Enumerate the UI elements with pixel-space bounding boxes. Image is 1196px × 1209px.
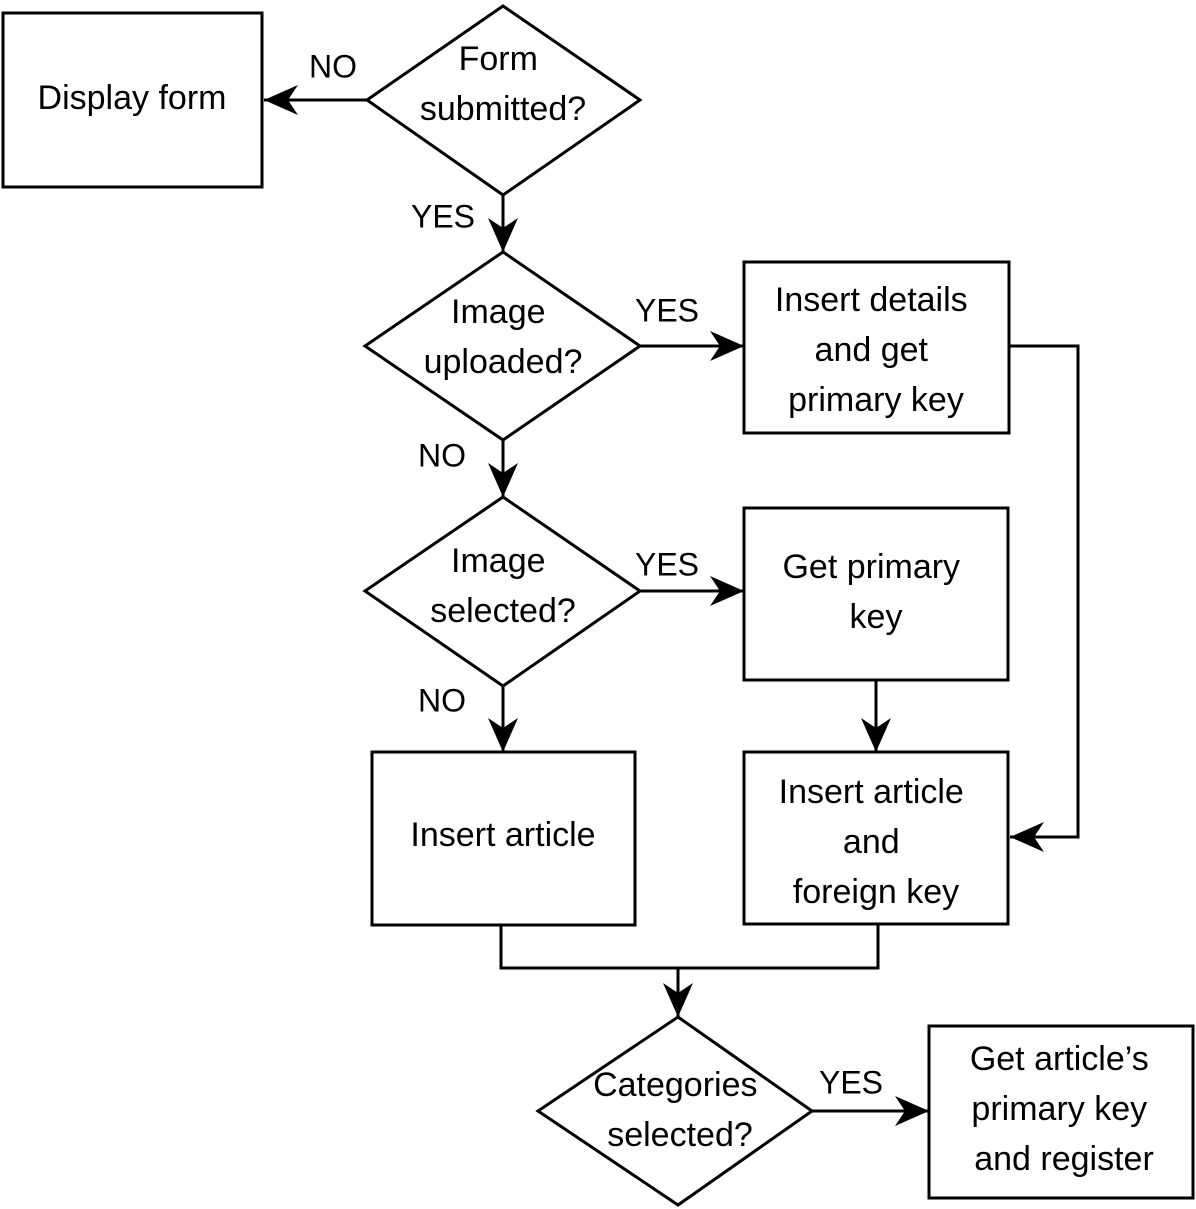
process-box	[927, 1024, 1195, 1200]
process-box	[742, 260, 1011, 435]
node-form-submitted: Form submitted?	[364, 4, 643, 197]
edge-labels: NO YES YES NO YES NO YES	[309, 48, 883, 1100]
process-box	[742, 750, 1010, 926]
node-display-form: Display form	[1, 11, 264, 189]
nodes: Display form Form submitted? Image uploa…	[1, 4, 1195, 1207]
label-selected-yes: YES	[635, 546, 699, 582]
node-label: Insert details and get primary key	[775, 281, 977, 419]
node-get-article-primary-key: Get article’s primary key and register	[927, 1024, 1195, 1200]
node-insert-article: Insert article	[370, 750, 637, 927]
edge-insert-details-to-insert-fk	[1009, 344, 1080, 852]
process-box	[370, 750, 637, 927]
process-box	[1, 11, 264, 189]
label-categories-yes: YES	[819, 1064, 883, 1100]
node-get-primary-key: Get primary key	[742, 506, 1010, 682]
node-label: Insert article	[410, 816, 595, 854]
decision-diamond	[364, 4, 643, 197]
node-image-selected: Image selected?	[362, 495, 643, 688]
node-image-uploaded: Image uploaded?	[362, 250, 643, 442]
label-selected-no: NO	[418, 682, 466, 718]
decision-diamond	[362, 250, 643, 442]
edge-insert-article-merge	[499, 924, 880, 970]
node-label: Categories selected?	[593, 1066, 767, 1154]
edges	[264, 85, 1080, 1126]
node-insert-details: Insert details and get primary key	[742, 260, 1011, 435]
node-label: Image selected?	[430, 542, 576, 630]
node-label: Insert article and foreign key	[779, 773, 974, 911]
label-form-no: NO	[309, 48, 357, 84]
node-categories-selected: Categories selected?	[535, 1015, 815, 1207]
label-uploaded-yes: YES	[635, 292, 699, 328]
decision-diamond	[362, 495, 643, 688]
label-form-yes: YES	[411, 198, 475, 234]
node-insert-article-foreign-key: Insert article and foreign key	[742, 750, 1010, 926]
process-box	[742, 506, 1010, 682]
label-uploaded-no: NO	[418, 437, 466, 473]
node-label: Display form	[38, 79, 227, 117]
node-label: Image uploaded?	[424, 293, 583, 381]
node-label: Get article’s primary key and register	[970, 1040, 1158, 1178]
node-label: Form submitted?	[420, 40, 586, 128]
node-label: Get primary key	[782, 548, 969, 636]
decision-diamond	[535, 1015, 815, 1207]
